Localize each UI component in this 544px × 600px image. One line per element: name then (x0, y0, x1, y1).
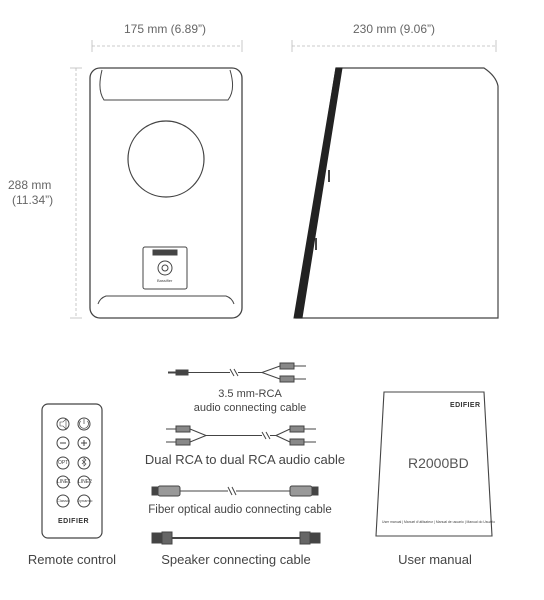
dual-rca-cable-icon (166, 425, 316, 446)
manual-model: R2000BD (408, 455, 469, 471)
mute-button (56, 417, 70, 431)
volume-up-button (77, 436, 91, 450)
speaker-rear-view (89, 67, 243, 319)
speaker-cable-icon (151, 531, 321, 545)
depth-dimension-line (291, 40, 497, 52)
height-label-mm: 288 mm (8, 178, 52, 192)
rca-cable-caption-line2: audio connecting cable (193, 402, 307, 414)
line2-label: LINE2 (78, 479, 92, 485)
classic-button (56, 494, 70, 508)
width-label: 175 mm (6.89”) (124, 22, 207, 36)
line2-button (77, 475, 91, 489)
remote-control-icon (41, 403, 103, 539)
dual-rca-caption: Dual RCA to dual RCA audio cable (144, 452, 346, 467)
manual-brand: EDIFIER (450, 402, 481, 409)
manual-footer: User manual | Manuel d'utilisateur | Man… (382, 520, 495, 524)
manual-caption: User manual (398, 552, 472, 567)
speaker-terminal-panel (142, 246, 188, 290)
user-manual-icon (375, 391, 493, 537)
remote-caption: Remote control (27, 552, 117, 567)
opt-label: OPT (58, 460, 69, 466)
classic-label: Classic (57, 498, 70, 503)
line1-label: LINE1 (57, 479, 71, 485)
width-dimension-line (91, 40, 243, 52)
fiber-caption: Fiber optical audio connecting cable (148, 504, 332, 516)
remote-brand: EDIFIER (58, 518, 90, 525)
dynamic-button (77, 494, 91, 508)
power-button (77, 417, 91, 431)
rca-cable-caption-line1: 3.5 mm-RCA (218, 388, 282, 400)
speaker-port (127, 120, 205, 198)
height-dimension-line (70, 67, 82, 319)
speaker-front-panel (293, 67, 343, 319)
line1-button (56, 475, 70, 489)
bluetooth-button (77, 456, 91, 470)
speaker-side-view (293, 67, 499, 319)
depth-label: 230 mm (9.06”) (353, 22, 436, 36)
height-label-in: (11.34”) (12, 193, 54, 207)
fiber-cable-icon (151, 485, 319, 497)
speaker-cable-caption: Speaker connecting cable (161, 552, 311, 567)
rca-cable-icon (168, 362, 306, 383)
speaker-panel-label: Bassifier (157, 278, 173, 283)
dynamic-label: Dynamic (77, 498, 93, 503)
volume-down-button (56, 436, 70, 450)
opt-button (56, 456, 70, 470)
